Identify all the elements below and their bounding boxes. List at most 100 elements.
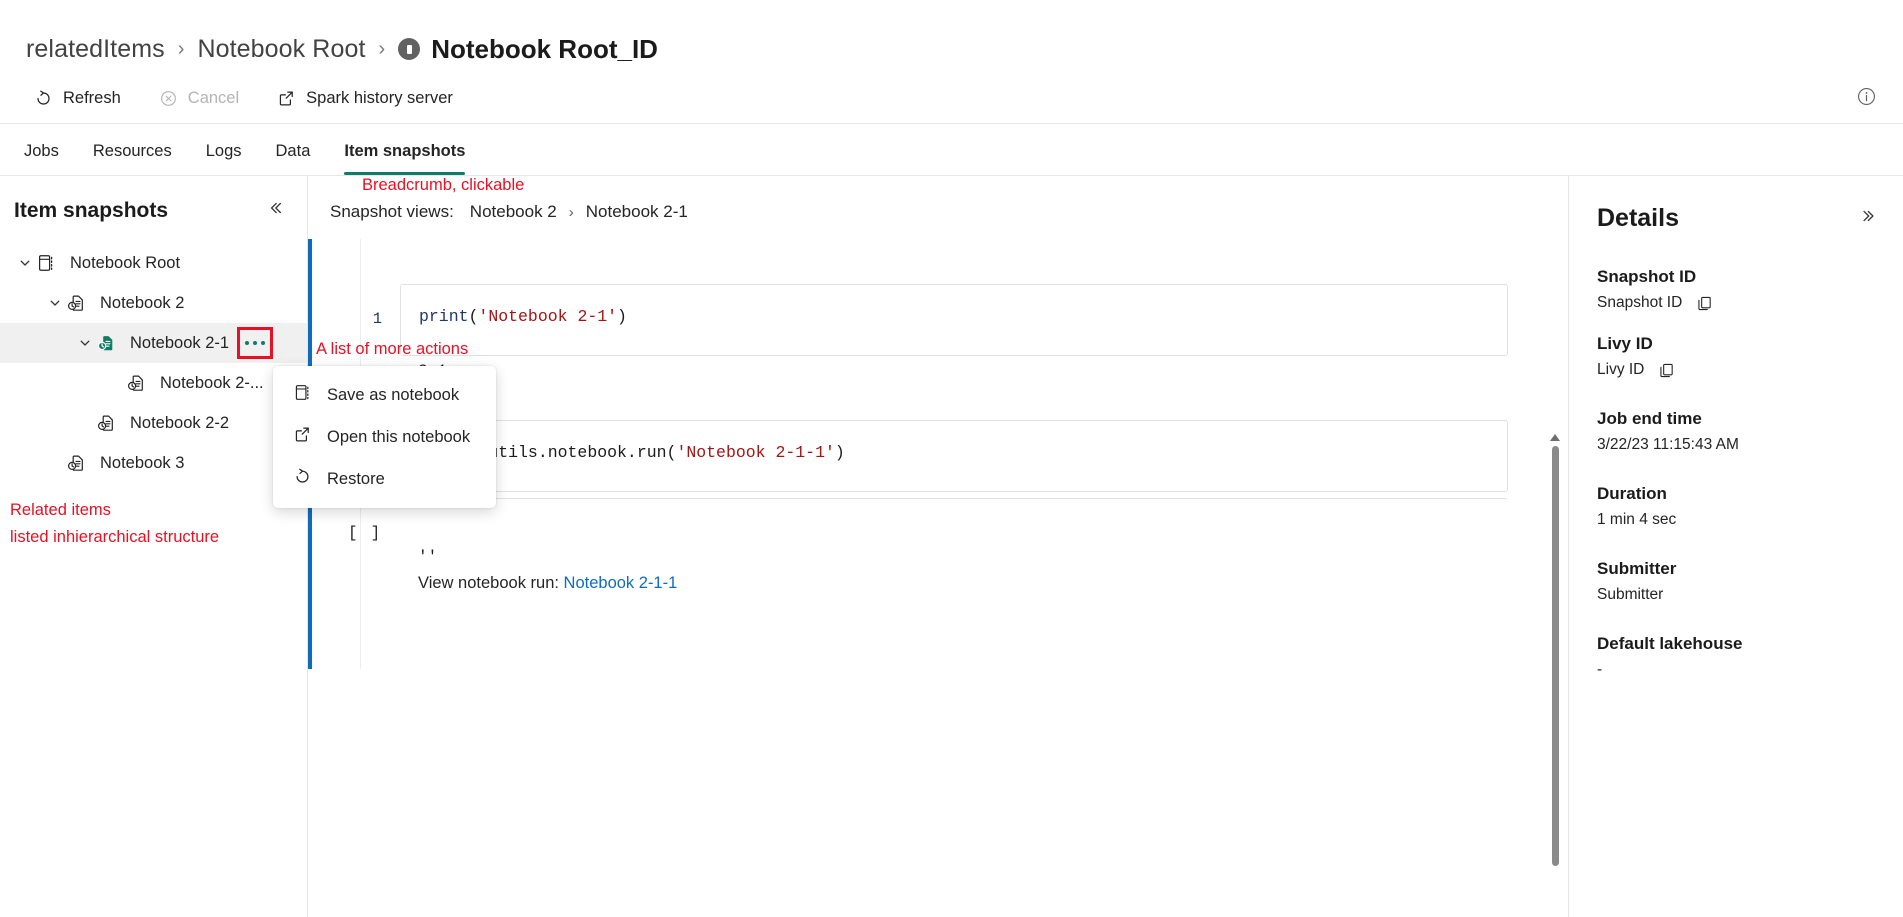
chevron-down-icon[interactable] — [74, 336, 96, 350]
refresh-label: Refresh — [63, 89, 121, 107]
snapshot-views-label: Snapshot views: — [330, 202, 454, 221]
details-field-label: Submitter — [1597, 559, 1677, 578]
collapse-panel-button[interactable] — [261, 196, 289, 225]
details-field-value: Livy ID — [1597, 361, 1645, 378]
tree-item-label: Notebook 2-1 — [130, 333, 230, 352]
open-external-icon — [277, 89, 296, 108]
code-token: 'Notebook 2-1' — [478, 307, 618, 326]
tree-item-notebook-2[interactable]: Notebook 2 — [0, 283, 307, 323]
left-panel-header: Item snapshots — [0, 176, 307, 237]
details-panel: Details Snapshot ID Snapshot ID Liv — [1568, 176, 1903, 917]
snapshot-icon — [66, 453, 92, 474]
more-dot — [245, 341, 250, 345]
code-token: 'Notebook 2-1-1' — [676, 443, 835, 462]
tab-logs[interactable]: Logs — [192, 142, 256, 175]
tree-item-notebook-2-1-1[interactable]: Notebook 2-... — [0, 363, 307, 403]
tree-item-notebook-root[interactable]: Notebook Root — [0, 243, 307, 283]
snapshot-icon — [96, 413, 122, 434]
copy-icon[interactable] — [1658, 362, 1675, 379]
notebook-cell[interactable]: 1 print('Notebook 2-1') — [308, 284, 1568, 356]
breadcrumb-item-relateditems[interactable]: relatedItems — [26, 34, 165, 63]
cell-number: 1 — [372, 310, 382, 328]
tree-item-notebook-2-1[interactable]: Notebook 2-1 — [0, 323, 307, 363]
open-external-icon — [293, 425, 312, 449]
breadcrumb-item-notebook-root[interactable]: Notebook Root — [197, 34, 366, 63]
related-items-annotation: Related items listed inhierarchical stru… — [0, 497, 307, 551]
code-token: ( — [468, 307, 479, 326]
chevron-down-icon[interactable] — [14, 256, 36, 270]
refresh-button[interactable]: Refresh — [22, 83, 133, 114]
snapshot-view-notebook-2-1[interactable]: Notebook 2-1 — [585, 202, 688, 221]
notebook-run-link[interactable]: Notebook 2-1-1 — [563, 574, 678, 592]
notebook-run-line: View notebook run: Notebook 2-1-1 — [308, 574, 1568, 593]
snapshot-view-notebook-2[interactable]: Notebook 2 — [469, 202, 557, 221]
tab-data[interactable]: Data — [262, 142, 325, 175]
scroll-up-arrow-icon[interactable] — [1550, 434, 1560, 441]
menu-item-restore[interactable]: Restore — [273, 458, 496, 500]
snapshot-tree: Notebook Root Notebook 2 — [0, 237, 307, 483]
copy-icon[interactable] — [1696, 295, 1713, 312]
breadcrumb-separator: › — [177, 37, 185, 60]
scrollbar-thumb[interactable] — [1551, 446, 1559, 866]
notebook-run-icon — [398, 38, 421, 60]
details-title: Details — [1597, 204, 1679, 232]
details-header: Details — [1597, 204, 1879, 233]
tree-item-notebook-3[interactable]: Notebook 3 — [0, 443, 307, 483]
tree-item-label: Notebook Root — [70, 253, 181, 272]
details-field-label: Duration — [1597, 484, 1667, 503]
tab-resources-label: Resources — [92, 142, 172, 160]
cancel-label: Cancel — [187, 89, 240, 107]
chevron-down-icon[interactable] — [44, 296, 66, 310]
tree-item-label: Notebook 2 — [100, 293, 185, 312]
details-field-livy-id: Livy ID Livy ID — [1597, 334, 1879, 379]
menu-item-label: Save as notebook — [327, 385, 460, 404]
spark-history-server-button[interactable]: Spark history server — [265, 83, 465, 114]
cell-output: '' — [418, 548, 438, 566]
menu-item-label: Restore — [327, 469, 385, 488]
tree-item-notebook-2-2[interactable]: Notebook 2-2 — [0, 403, 307, 443]
expand-panel-button[interactable] — [1859, 206, 1879, 231]
menu-item-save-as-notebook[interactable]: Save as notebook — [273, 374, 496, 416]
item-snapshots-panel: Item snapshots N — [0, 176, 308, 917]
snapshot-views-breadcrumb: Snapshot views: Notebook 2 › Notebook 2-… — [308, 176, 1568, 222]
details-field-snapshot-id: Snapshot ID Snapshot ID — [1597, 267, 1879, 312]
notebook-run-prefix: View notebook run: — [418, 574, 564, 592]
details-field-default-lakehouse: Default lakehouse - — [1597, 634, 1879, 679]
menu-item-open-this-notebook[interactable]: Open this notebook — [273, 416, 496, 458]
spark-history-server-label: Spark history server — [306, 89, 453, 107]
info-icon[interactable] — [1856, 86, 1877, 112]
tab-data-label: Data — [275, 142, 311, 160]
cell-code: mssparkutils.notebook.run('Notebook 2-1-… — [419, 443, 1489, 462]
details-field-job-end-time: Job end time 3/22/23 11:15:43 AM — [1597, 409, 1879, 454]
code-token: ( — [666, 443, 677, 462]
tree-item-label: Notebook 3 — [100, 453, 185, 472]
menu-item-label: Open this notebook — [327, 427, 471, 446]
content-scrollbar[interactable] — [1548, 434, 1562, 874]
tab-resources[interactable]: Resources — [79, 142, 186, 175]
tab-item-snapshots[interactable]: Item snapshots — [330, 142, 479, 175]
notebook-cells: 1 print('Notebook 2-1') 2-1 1 mssparkuti… — [308, 239, 1568, 669]
tab-jobs[interactable]: Jobs — [10, 142, 73, 175]
more-dot — [253, 341, 258, 345]
tree-item-label: Notebook 2-2 — [130, 413, 230, 432]
more-actions-button[interactable] — [237, 327, 274, 359]
more-actions-menu: Save as notebook Open this notebook Rest… — [273, 366, 496, 508]
details-field-value: Submitter — [1597, 586, 1664, 603]
details-field-value: - — [1597, 661, 1603, 678]
cancel-button[interactable]: Cancel — [147, 83, 251, 114]
tab-item-snapshots-label: Item snapshots — [344, 142, 466, 160]
cell-editor[interactable]: mssparkutils.notebook.run('Notebook 2-1-… — [400, 420, 1508, 492]
more-actions-annotation: A list of more actions — [316, 340, 469, 358]
notebook-cell[interactable]: [ ] — [308, 498, 1568, 542]
details-field-label: Snapshot ID — [1597, 267, 1697, 286]
notebook-cell[interactable]: 1 mssparkutils.notebook.run('Notebook 2-… — [308, 420, 1568, 492]
tree-item-label: Notebook 2-... — [160, 373, 264, 392]
code-token: ) — [617, 307, 627, 326]
related-items-annotation-line1: Related items — [10, 501, 111, 519]
cell-editor[interactable]: print('Notebook 2-1') — [400, 284, 1508, 356]
breadcrumb-annotation: Breadcrumb, clickable — [362, 176, 525, 194]
details-field-duration: Duration 1 min 4 sec — [1597, 484, 1879, 529]
body: Item snapshots N — [0, 176, 1903, 917]
snapshot-icon — [126, 373, 152, 394]
cell-editor[interactable] — [400, 498, 1508, 528]
